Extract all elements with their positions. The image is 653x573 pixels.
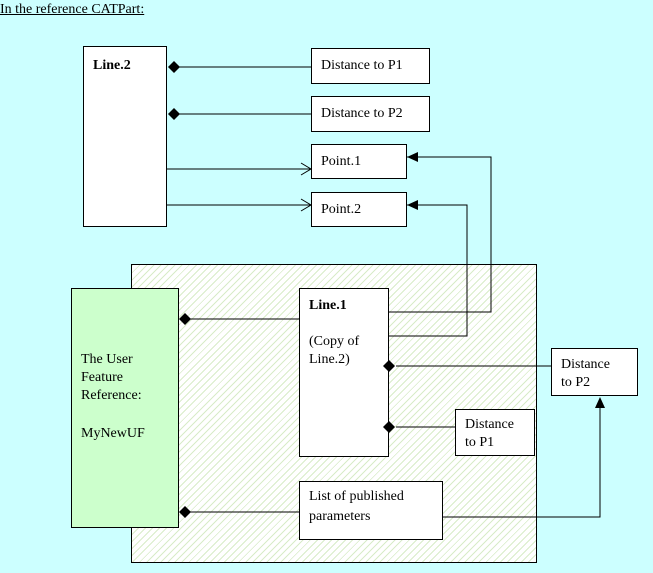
published-parameters-line1: List of published [309,489,404,504]
distance-to-p1-inner-line1: Distance [465,417,514,432]
point1-label: Point.1 [321,154,362,169]
arrowhead-line1-point2 [407,200,418,210]
line1-box: Line.1 (Copy of Line.2) [299,288,389,457]
connector-line1-point2 [389,204,468,337]
published-parameters-box: List of published parameters [299,481,443,540]
uf-line1: The User [81,352,133,367]
diamond-uf-line1 [179,313,191,325]
diamond-line1-distance-p2 [383,360,395,372]
point2-label: Point.2 [321,202,362,217]
distance-to-p1-box: Distance to P1 [311,48,430,84]
diamond-uf-published [179,506,191,518]
point2-box: Point.2 [311,192,407,227]
user-feature-reference-box: The User Feature Reference: MyNewUF [71,288,179,528]
diagram-caption: In the reference CATPart: [0,2,145,17]
arrowhead-point2 [300,198,312,212]
distance-to-p2-right-line2: to P2 [561,375,591,390]
line2-box: Line.2 [83,46,167,227]
uf-name: MyNewUF [81,426,145,441]
distance-to-p2-label: Distance to P2 [321,106,403,121]
connector-line1-point1 [389,156,492,313]
distance-to-p2-right-box: Distance to P2 [551,348,638,396]
diamond-line1-distance-p1 [383,421,395,433]
distance-to-p2-right-line1: Distance [561,357,610,372]
diamond-line2-distance-p2 [168,108,180,120]
distance-to-p1-inner-box: Distance to P1 [455,409,535,456]
line1-copy-line2: Line.2) [309,352,350,367]
uf-line2: Feature [81,370,123,385]
arrowhead-point1 [300,162,312,176]
connector-published-distance-p2 [443,404,601,518]
line1-copy-line1: (Copy of [309,334,360,349]
line1-title: Line.1 [309,298,347,313]
distance-to-p2-box: Distance to P2 [311,96,430,132]
published-parameters-line2: parameters [309,509,371,524]
point1-box: Point.1 [311,144,407,179]
arrowhead-line1-point1 [407,152,418,162]
distance-to-p1-inner-line2: to P1 [465,435,495,450]
distance-to-p1-label: Distance to P1 [321,58,403,73]
diamond-line2-distance-p1 [168,61,180,73]
line2-title: Line.2 [93,58,131,73]
uf-line3: Reference: [81,388,142,403]
arrowhead-published-distance-p2 [595,397,605,408]
